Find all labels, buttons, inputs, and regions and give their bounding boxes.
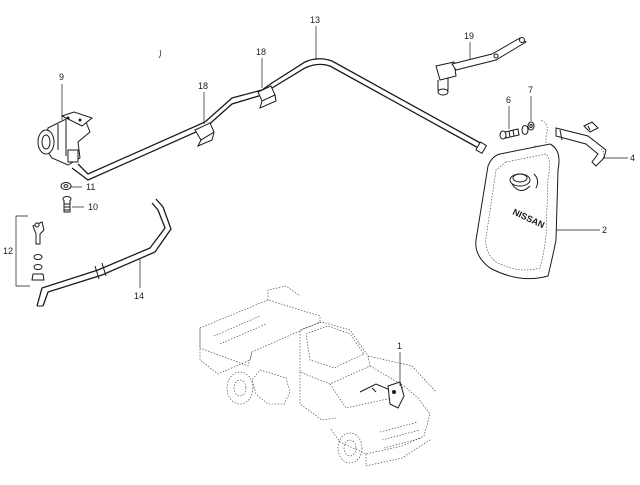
washer-6 <box>521 125 529 135</box>
callout-11: 11 <box>86 182 95 192</box>
callout-19: 19 <box>464 31 474 41</box>
washer-tank-2: NISSAN <box>475 143 560 280</box>
bolt-10 <box>62 196 72 213</box>
callout-numbers: 1 2 4 6 7 9 10 11 12 13 14 18 18 19 <box>3 15 635 351</box>
callout-10: 10 <box>88 202 98 212</box>
callout-14: 14 <box>134 291 144 301</box>
callout-1: 1 <box>397 341 402 351</box>
callout-18-left: 18 <box>198 81 208 91</box>
callout-6: 6 <box>506 95 511 105</box>
bolt-6 <box>499 128 520 140</box>
washer-motor-9 <box>37 111 94 166</box>
nozzle-set-12 <box>15 215 45 287</box>
guide-line-bracket <box>599 147 605 159</box>
pickup-truck <box>199 285 437 467</box>
scan-mark <box>158 49 162 59</box>
hose-clip-18-right <box>257 85 277 109</box>
nut-11 <box>60 182 72 190</box>
bracket-4 <box>555 121 607 167</box>
washer-hose-14 <box>36 198 172 307</box>
leader-lines <box>61 26 628 386</box>
callout-12: 12 <box>3 246 13 256</box>
callout-4: 4 <box>630 153 635 163</box>
hose-clip-18-left <box>194 122 215 147</box>
callout-18-right: 18 <box>256 47 266 57</box>
callout-7: 7 <box>528 85 533 95</box>
callout-13: 13 <box>310 15 320 25</box>
washer-hose-13 <box>71 58 488 181</box>
nozzle-19 <box>435 37 527 96</box>
callout-9: 9 <box>59 72 64 82</box>
callout-2: 2 <box>602 225 607 235</box>
nut-7 <box>527 121 535 131</box>
